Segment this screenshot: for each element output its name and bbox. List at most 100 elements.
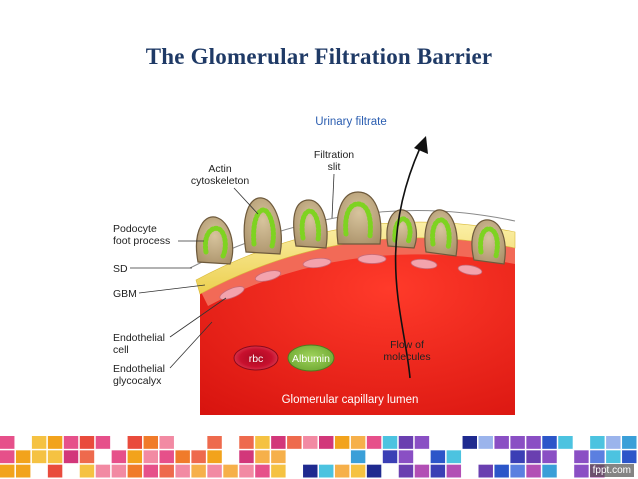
- mosaic-tile: [111, 450, 127, 464]
- actin-leader: [233, 187, 259, 215]
- glycocalyx-label-2: glycocalyx: [113, 375, 162, 387]
- mosaic-tile: [143, 464, 158, 478]
- mosaic-tile: [271, 464, 286, 478]
- foot-process: [336, 191, 382, 245]
- mosaic-tile: [319, 450, 334, 464]
- mosaic-tile: [526, 464, 541, 478]
- mosaic-tile: [558, 436, 573, 449]
- mosaic-tile: [462, 436, 477, 449]
- mosaic-tile: [430, 436, 446, 449]
- mosaic-tile: [0, 450, 15, 464]
- mosaic-tile: [271, 450, 286, 464]
- mosaic-tile: [478, 436, 493, 449]
- albumin-molecule: [287, 344, 335, 372]
- mosaic-tile: [446, 464, 462, 478]
- glycocalyx-leader: [169, 321, 213, 369]
- mosaic-tile: [31, 436, 47, 449]
- mosaic-tile: [446, 450, 462, 464]
- endothelial-cell-label-1: Endothelial: [113, 332, 165, 344]
- mosaic-tile: [606, 436, 621, 449]
- mosaic-tile: [175, 436, 190, 449]
- mosaic-tile: [79, 464, 95, 478]
- mosaic-tile: [191, 464, 206, 478]
- mosaic-tile: [334, 464, 350, 478]
- mosaic-tile: [622, 450, 637, 464]
- mosaic-tile: [31, 464, 47, 478]
- mosaic-tile: [191, 436, 206, 449]
- mosaic-tile: [446, 436, 462, 449]
- mosaic-tile: [303, 436, 318, 449]
- mosaic-tile: [207, 450, 222, 464]
- actin-label-2: cytoskeleton: [191, 175, 250, 187]
- mosaic-tile: [382, 450, 398, 464]
- foot-process: [386, 209, 417, 249]
- mosaic-tile: [63, 436, 79, 449]
- mosaic-tile: [542, 450, 557, 464]
- podocyte-label-1: Podocyte: [113, 223, 157, 235]
- mosaic-tile: [79, 450, 95, 464]
- mosaic-tile: [239, 464, 254, 478]
- mosaic-tile: [590, 450, 605, 464]
- footer-mosaic: [0, 436, 637, 478]
- mosaic-tile: [590, 436, 605, 449]
- mosaic-tile: [47, 464, 63, 478]
- gbm-label: GBM: [113, 288, 137, 300]
- podocyte-label-2: foot process: [113, 235, 170, 247]
- mosaic-tile: [366, 450, 382, 464]
- filtration-slit-label-2: slit: [328, 161, 341, 173]
- foot-process: [424, 209, 458, 257]
- mosaic-tile: [127, 436, 143, 449]
- mosaic-tile: [398, 450, 414, 464]
- mosaic-tile: [350, 450, 366, 464]
- mosaic-tile: [350, 464, 366, 478]
- filtration-slit-leader: [331, 173, 335, 219]
- podocyte-foot-processes: [196, 191, 506, 265]
- albumin-label: Albumin: [292, 353, 330, 365]
- flow-label-line2: molecules: [383, 351, 430, 363]
- mosaic-tile: [334, 436, 350, 449]
- mosaic-tile: [526, 450, 541, 464]
- rbc-cell: [233, 345, 279, 371]
- mosaic-tile: [606, 450, 621, 464]
- mosaic-tile: [0, 436, 15, 449]
- mosaic-tile: [95, 450, 111, 464]
- endothelial-cell-leader: [169, 297, 227, 338]
- mosaic-tile: [143, 450, 158, 464]
- foot-process: [196, 216, 234, 265]
- mosaic-tile: [143, 436, 158, 449]
- mosaic-tile: [175, 450, 190, 464]
- mosaic-tile: [207, 464, 222, 478]
- mosaic-tile: [111, 436, 127, 449]
- mosaic-tile: [63, 464, 79, 478]
- mosaic-tile: [95, 464, 111, 478]
- actin-label-1: Actin: [208, 163, 232, 175]
- mosaic-tile: [159, 450, 174, 464]
- mosaic-tile: [111, 464, 127, 478]
- mosaic-tile: [223, 450, 238, 464]
- mosaic-tile: [47, 436, 63, 449]
- mosaic-tile: [494, 436, 509, 449]
- mosaic-tile: [223, 464, 238, 478]
- mosaic-tile: [574, 464, 589, 478]
- gbm-leader: [138, 284, 206, 294]
- mosaic-tile: [287, 436, 302, 449]
- mosaic-tile: [47, 450, 63, 464]
- slide-title: The Glomerular Filtration Barrier: [145, 44, 493, 69]
- mosaic-tile: [494, 450, 509, 464]
- mosaic-tile: [319, 464, 334, 478]
- mosaic-tile: [366, 464, 382, 478]
- mosaic-tile: [239, 436, 254, 449]
- mosaic-tile: [510, 436, 525, 449]
- mosaic-tile: [414, 436, 430, 449]
- mosaic-tile: [287, 464, 302, 478]
- mosaic-tile: [15, 436, 31, 449]
- foot-process: [293, 199, 328, 249]
- mosaic-tile: [366, 436, 382, 449]
- mosaic-tile: [95, 436, 111, 449]
- mosaic-tile: [398, 436, 414, 449]
- mosaic-tile: [414, 464, 430, 478]
- mosaic-tile: [558, 464, 573, 478]
- watermark: fppt.com: [589, 464, 634, 477]
- mosaic-tile: [0, 464, 15, 478]
- mosaic-tile: [622, 436, 637, 449]
